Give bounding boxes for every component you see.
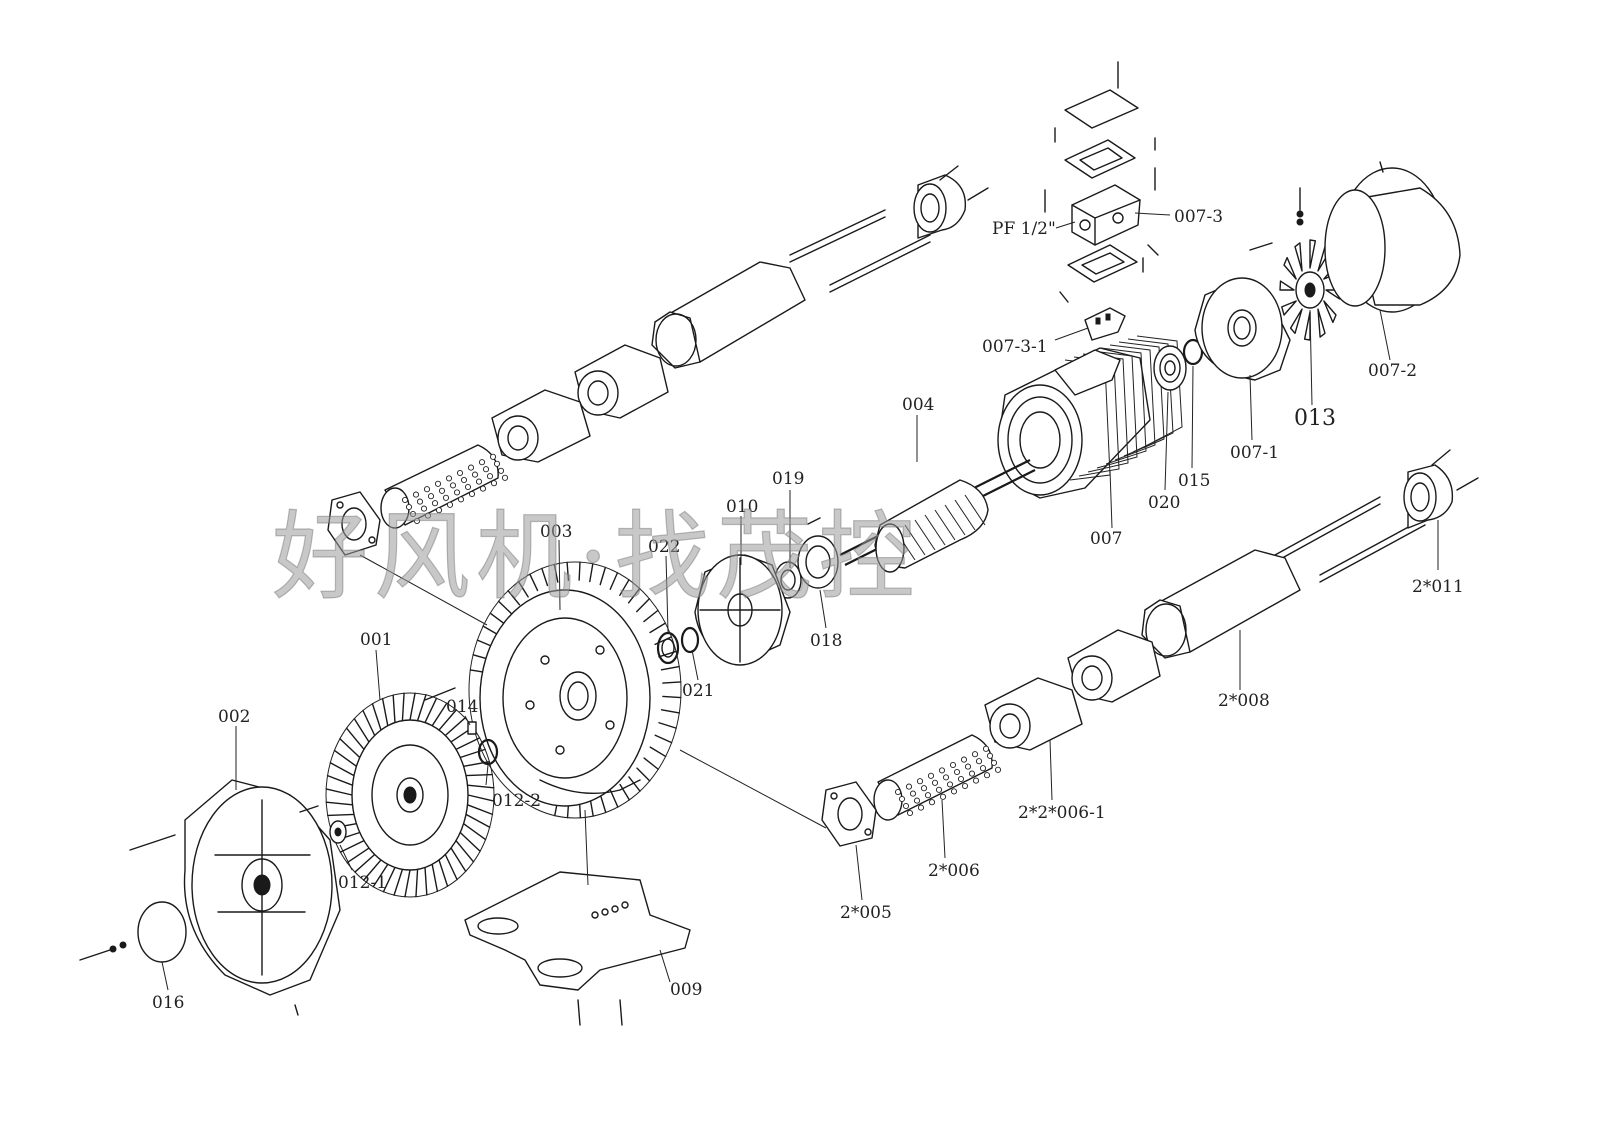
bottom-muffler-assembly bbox=[679, 449, 1479, 847]
top-perforated-filter bbox=[380, 444, 509, 529]
label-010: 010 bbox=[726, 497, 758, 517]
label-012-2: 012-2 bbox=[492, 791, 541, 811]
rotor-shaft bbox=[839, 459, 1036, 573]
blower-housing bbox=[468, 561, 682, 819]
part-labels: 002 001 003 004 010 019 022 021 018 007 … bbox=[152, 207, 1464, 1013]
bottom-flange-gasket bbox=[821, 781, 877, 847]
top-flange-gasket bbox=[327, 491, 381, 556]
motor-flange bbox=[694, 554, 791, 666]
label-007-2: 007-2 bbox=[1368, 361, 1417, 381]
top-muffler-assembly bbox=[327, 165, 989, 626]
label-015: 015 bbox=[1178, 471, 1210, 491]
top-hex-block-1 bbox=[491, 389, 591, 463]
label-014: 014 bbox=[446, 697, 478, 717]
top-muffler-shell bbox=[651, 261, 806, 369]
motor-housing bbox=[997, 335, 1183, 499]
label-007: 007 bbox=[1090, 529, 1122, 549]
label-2-006: 2*006 bbox=[928, 861, 980, 881]
bearing-020 bbox=[1153, 345, 1187, 391]
bottom-perforated-filter bbox=[873, 734, 1002, 821]
label-021: 021 bbox=[682, 681, 714, 701]
label-2-011: 2*011 bbox=[1412, 577, 1464, 597]
top-hex-block-2 bbox=[574, 344, 669, 419]
label-007-1: 007-1 bbox=[1230, 443, 1279, 463]
label-002: 002 bbox=[218, 707, 250, 727]
label-016: 016 bbox=[152, 993, 184, 1013]
label-004: 004 bbox=[902, 395, 934, 415]
key-014 bbox=[424, 687, 477, 735]
label-018: 018 bbox=[810, 631, 842, 651]
label-2-005: 2*005 bbox=[840, 903, 892, 923]
label-019: 019 bbox=[772, 469, 804, 489]
label-007-3-1: 007-3-1 bbox=[982, 337, 1048, 357]
bottom-end-cap bbox=[1403, 449, 1479, 529]
label-013: 013 bbox=[1294, 406, 1336, 431]
bottom-hex-block-2 bbox=[1067, 629, 1161, 703]
bottom-hex-block-1 bbox=[984, 677, 1083, 751]
top-end-cap bbox=[913, 165, 989, 239]
label-022: 022 bbox=[648, 537, 680, 557]
watermark-text: 好风机·找茂控 bbox=[272, 501, 921, 613]
label-2-2-006-1: 2*2*006-1 bbox=[1018, 803, 1106, 823]
end-shield bbox=[1194, 242, 1291, 381]
label-012-1: 012-1 bbox=[338, 873, 387, 893]
label-007-3: 007-3 bbox=[1174, 207, 1223, 227]
ring-012-2 bbox=[477, 738, 499, 766]
label-001: 001 bbox=[360, 630, 392, 650]
end-cap-016 bbox=[79, 901, 187, 963]
gasket-018 bbox=[797, 517, 839, 589]
blower-cover bbox=[129, 779, 341, 1016]
ring-021 bbox=[680, 626, 700, 654]
bottom-muffler-shell bbox=[1141, 549, 1301, 659]
base-plate bbox=[464, 871, 691, 1026]
ring-012-1 bbox=[329, 820, 347, 844]
leader-lines bbox=[161, 212, 1439, 991]
label-020: 020 bbox=[1148, 493, 1180, 513]
fan-cover bbox=[1324, 161, 1461, 313]
label-003: 003 bbox=[540, 522, 572, 542]
label-pf: PF 1/2" bbox=[992, 219, 1056, 239]
terminal-box-assembly bbox=[1044, 61, 1159, 341]
label-009: 009 bbox=[670, 980, 702, 1000]
label-2-008: 2*008 bbox=[1218, 691, 1270, 711]
ring-015 bbox=[1182, 338, 1204, 366]
impeller bbox=[325, 692, 495, 898]
